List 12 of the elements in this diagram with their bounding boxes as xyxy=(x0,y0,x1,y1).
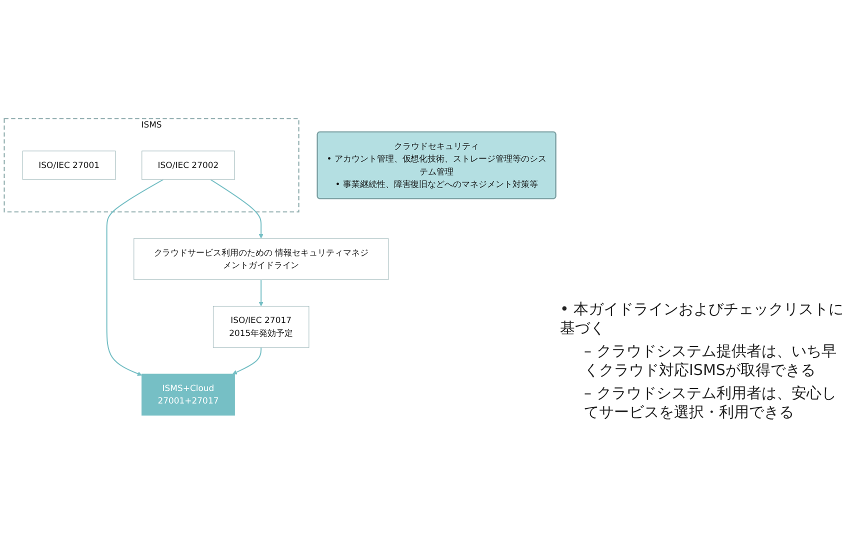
note-text: – クラウドシステム利用者は、安心してサービスを選択・利用できる xyxy=(583,384,838,422)
arrow xyxy=(232,347,262,374)
node-box: ISO/IEC 27002 xyxy=(142,150,235,180)
arrow xyxy=(258,279,264,306)
node-box: ISO/IEC 27017 2015年発効予定 xyxy=(212,305,310,348)
arrow xyxy=(106,178,164,376)
note-text: – クラウドシステム提供者は、いち早くクラウド対応ISMSが取得できる xyxy=(583,342,838,380)
arrow xyxy=(210,178,264,238)
node-box: ISO/IEC 27001 xyxy=(22,150,116,180)
node-box: ISMS+Cloud 27001+27017 xyxy=(142,373,235,416)
note-text: • 本ガイドラインおよびチェックリストに基づく xyxy=(560,300,845,338)
node-box: クラウドサービス利用のための 情報セキュリティマネジメントガイドライン xyxy=(134,238,388,280)
